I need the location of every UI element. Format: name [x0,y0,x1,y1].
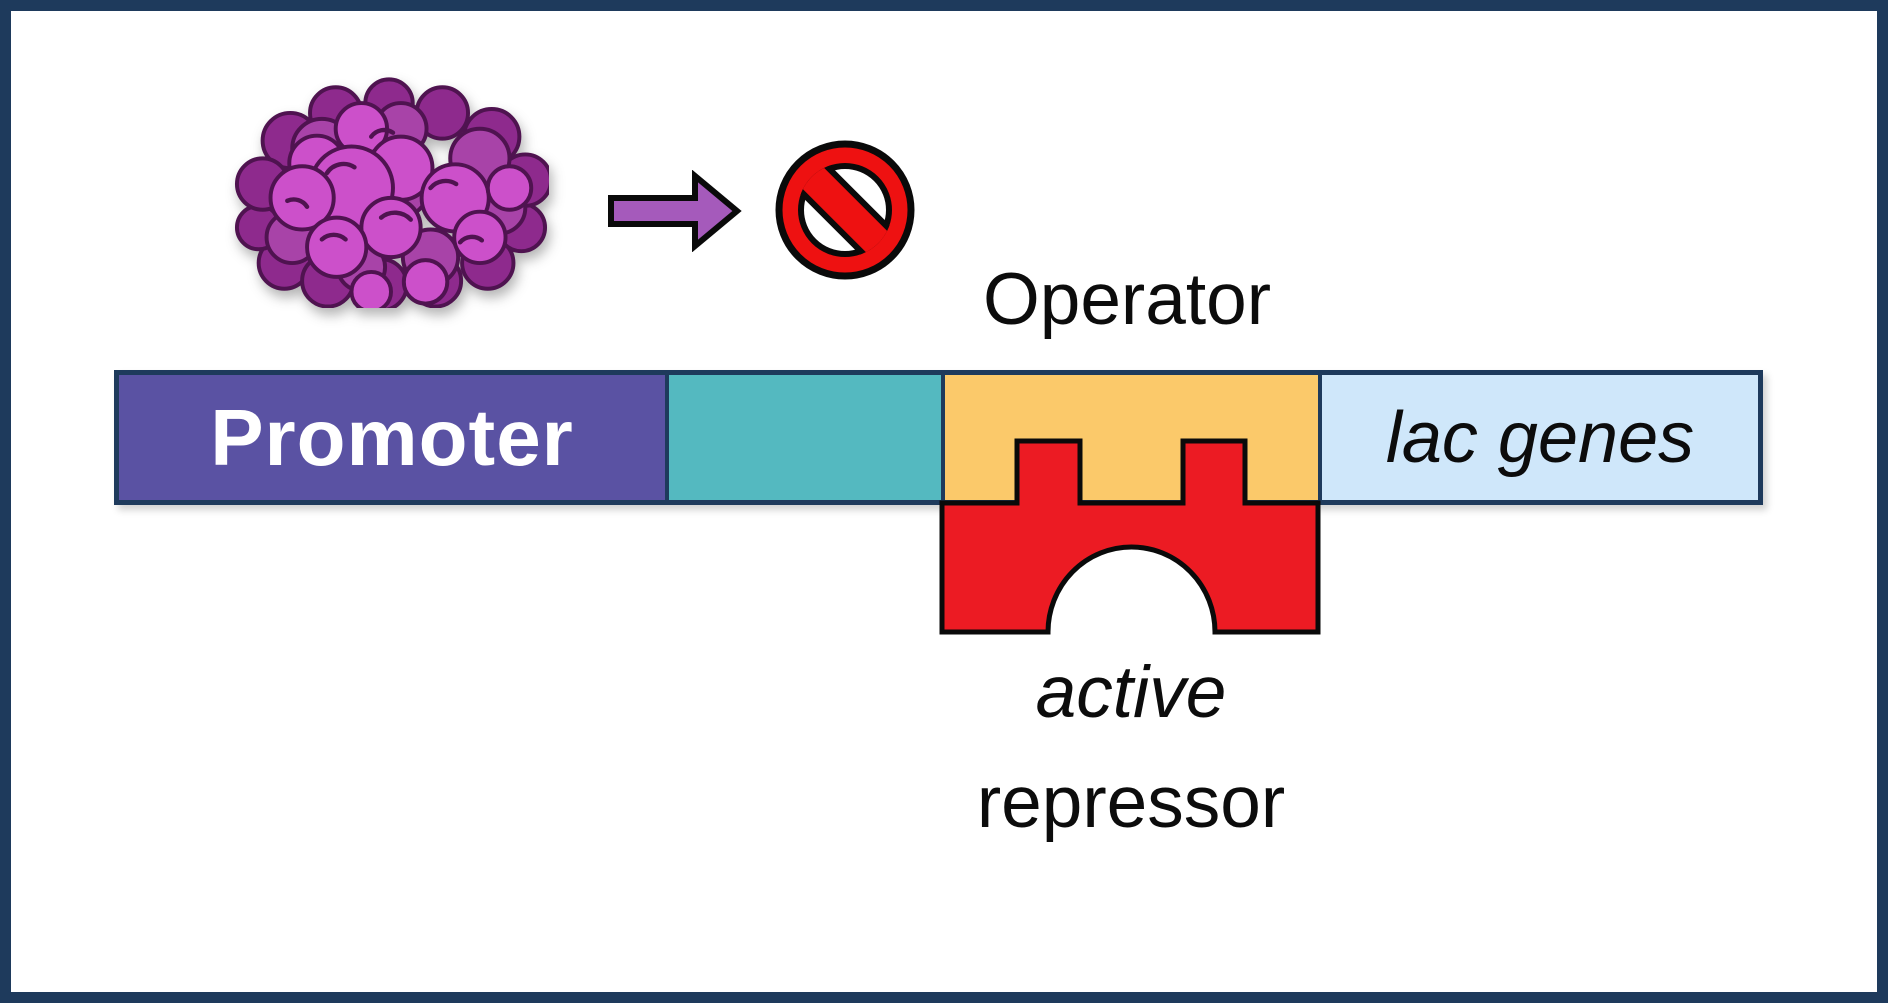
active-label: active [1035,652,1227,733]
no-entry-icon [775,140,915,280]
operator-label: Operator [982,259,1272,340]
lac-genes-label: lac genes [1385,397,1695,478]
promoter-segment: Promoter [119,375,665,500]
blocked-arrow-icon [608,170,742,252]
spacer-segment [665,375,941,500]
lac-genes-segment: lac genes [1318,375,1758,500]
rna-polymerase-icon [234,77,549,308]
blob-crease-lines [285,127,485,245]
repressor-shape [939,438,1321,635]
blob-front-lobes [268,101,534,308]
repressor-label: repressor [976,762,1286,843]
dna-bar: Promoter lac genes [114,370,1763,505]
operator-segment [941,375,1318,500]
promoter-label: Promoter [210,392,574,482]
